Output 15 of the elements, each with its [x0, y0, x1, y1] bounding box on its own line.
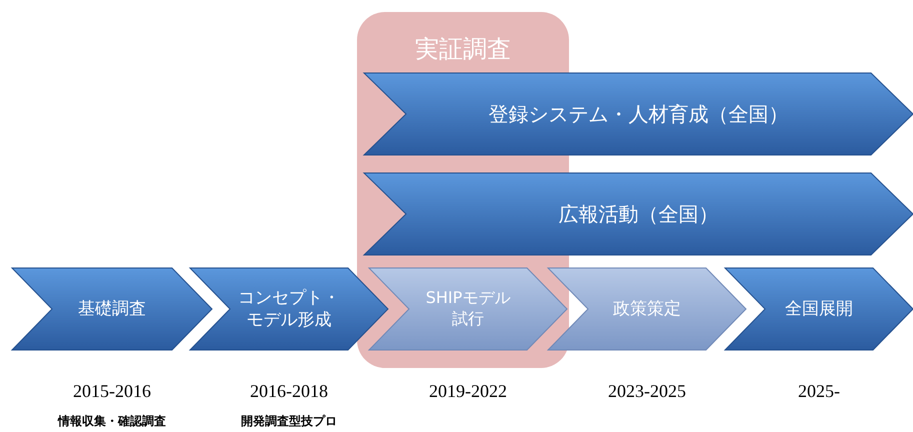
stage-label: 政策策定: [612, 298, 682, 320]
stage-label: 全国展開: [784, 298, 854, 320]
stage-label: コンセプト・モデル形成: [237, 286, 341, 332]
year-range: 2023-2025: [607, 381, 687, 402]
stage-label: 登録システム・人材育成（全国）: [488, 101, 790, 127]
stage-label: 基礎調査: [77, 298, 147, 320]
stage-label: 広報活動（全国）: [558, 201, 720, 227]
stage-label: SHIPモデル試行: [424, 288, 512, 330]
year-range: 2019-2022: [428, 381, 508, 402]
note-text: 情報収集・確認調査: [56, 413, 167, 430]
year-range: 2025-: [797, 381, 841, 402]
year-range: 2016-2018: [249, 381, 329, 402]
phase-heading: 実証調査: [414, 34, 512, 65]
note-text: 開発調査型技プロ: [240, 413, 338, 430]
year-range: 2015-2016: [72, 381, 152, 402]
